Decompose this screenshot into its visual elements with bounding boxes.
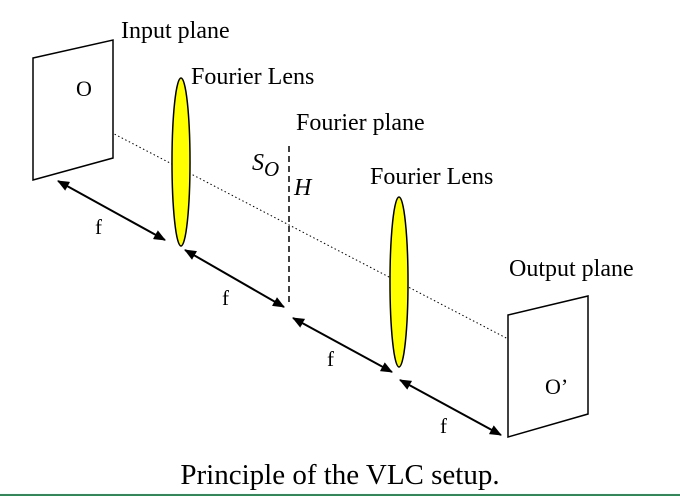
image-point-label: O’ [545, 374, 568, 399]
input-plane [32, 39, 114, 181]
input-plane-label: Input plane [121, 18, 230, 44]
focal-label-4: f [440, 414, 447, 438]
so-subscript: O [264, 157, 279, 181]
fourier-lens-2 [389, 196, 409, 368]
fourier-lens-1-label: Fourier Lens [191, 64, 314, 90]
focal-label-1: f [95, 215, 102, 239]
h-label: H [293, 175, 313, 201]
fourier-lens-2-label: Fourier Lens [370, 164, 493, 190]
focal-arrow-1 [57, 180, 166, 241]
fourier-lens-1 [171, 77, 191, 247]
focal-arrow-2 [184, 249, 285, 308]
output-plane [507, 295, 589, 438]
fourier-plane-label: Fourier plane [296, 110, 425, 136]
optical-axis [71, 111, 561, 367]
output-plane-label: Output plane [509, 256, 634, 282]
figure-caption: Principle of the VLC setup. [180, 459, 499, 491]
focal-label-2: f [222, 286, 229, 310]
focal-arrow-4 [399, 379, 502, 436]
so-main: S [252, 150, 264, 176]
focal-label-3: f [327, 347, 334, 371]
focal-arrow-3 [292, 317, 393, 373]
object-point-label: O [76, 76, 92, 101]
so-label: SO [252, 150, 279, 181]
